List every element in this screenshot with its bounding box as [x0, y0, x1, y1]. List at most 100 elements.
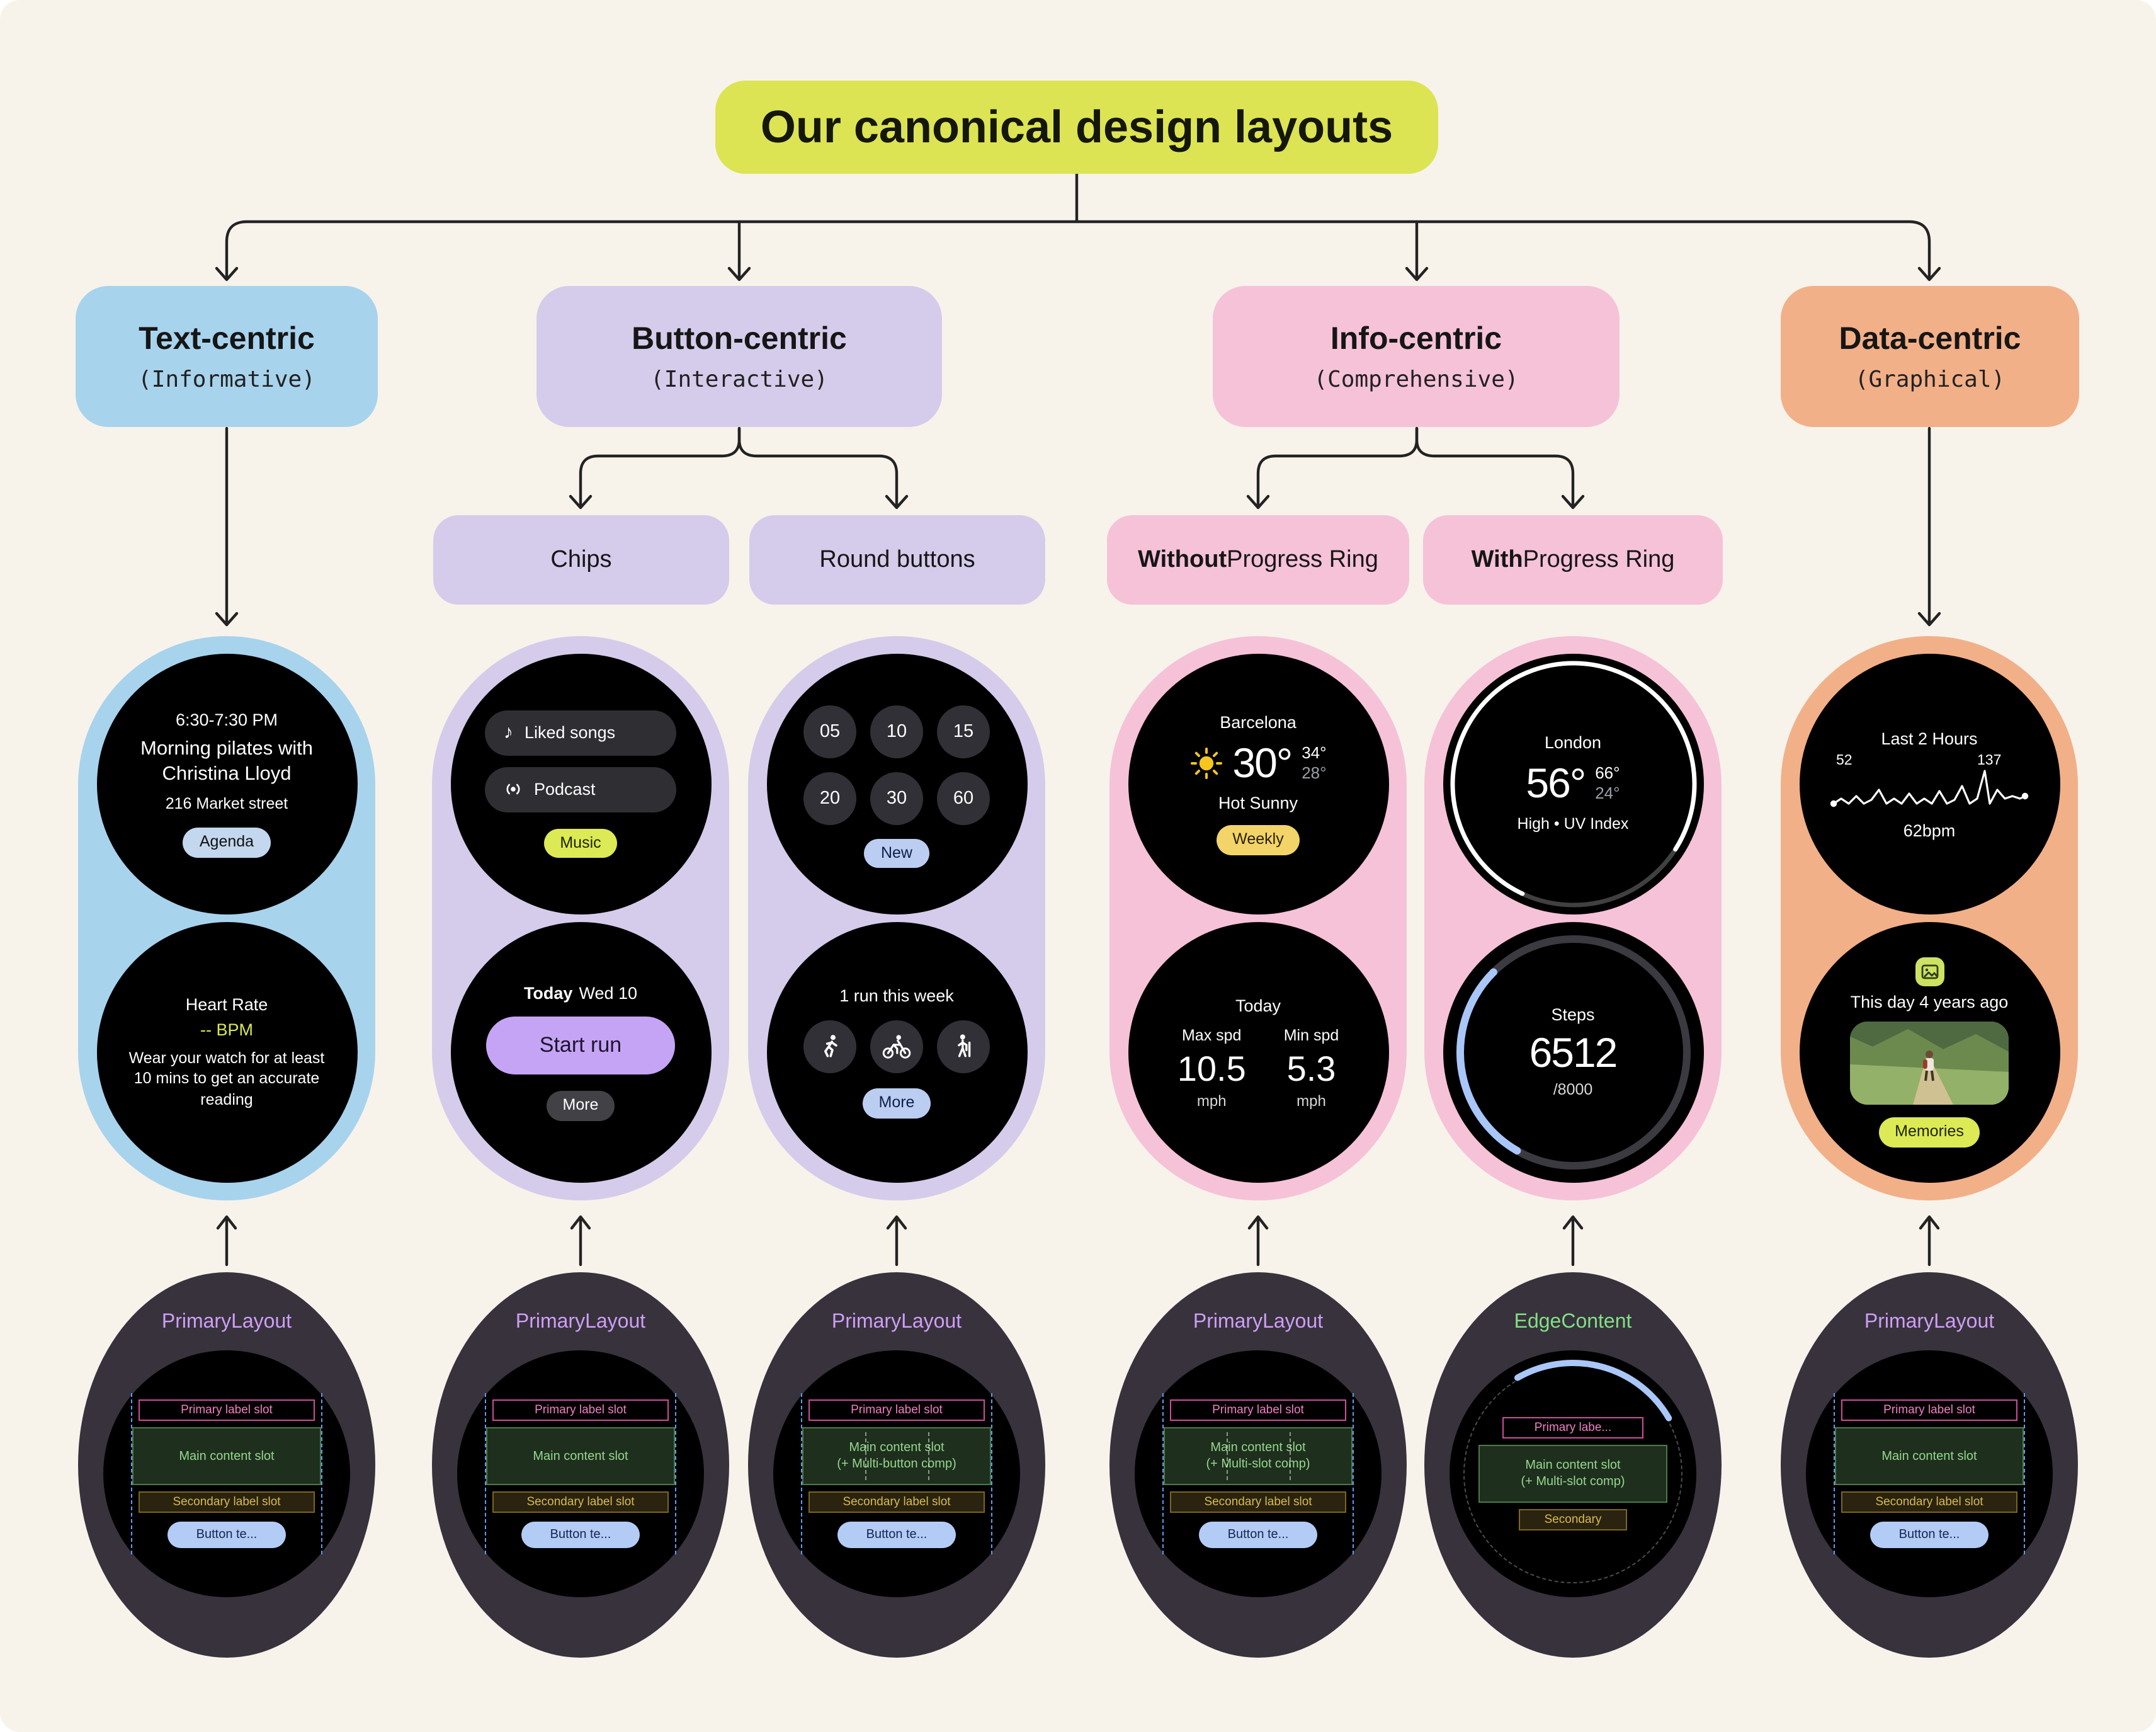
secondary-label-slot: Secondary label slot — [808, 1491, 985, 1513]
margin-guide-left — [485, 1393, 486, 1554]
more-chip[interactable]: More — [862, 1088, 931, 1119]
max-speed-value: 10.5 — [1177, 1049, 1246, 1088]
city-name: Barcelona — [1220, 713, 1296, 732]
agenda-watchface: 6:30-7:30 PM Morning pilates with Christ… — [96, 654, 357, 914]
timer-button[interactable]: 05 — [803, 705, 856, 758]
layout-name: PrimaryLayout — [515, 1311, 646, 1333]
weather-london-watchface: London 56° 66° 24° High • UV Index — [1443, 654, 1703, 914]
layout-name: PrimaryLayout — [831, 1311, 962, 1333]
main-content-slot: Main content slot — [1835, 1427, 2024, 1485]
category-title: Info-centric — [1330, 321, 1502, 356]
margin-guide-right — [2024, 1393, 2025, 1554]
hike-activity-button[interactable] — [937, 1020, 990, 1074]
weekly-chip[interactable]: Weekly — [1216, 825, 1300, 855]
subcategory-label: Progress Ring — [1227, 546, 1378, 573]
category-info-centric: Info-centric (Comprehensive) — [1213, 286, 1620, 427]
current-bpm: 62bpm — [1903, 821, 1956, 840]
memories-chip[interactable]: Memories — [1878, 1117, 1980, 1148]
button-slot[interactable]: Button te... — [167, 1522, 286, 1548]
agenda-chip[interactable]: Agenda — [183, 828, 271, 858]
music-note-icon: ♪ — [504, 722, 513, 744]
max-speed-unit: mph — [1196, 1091, 1227, 1109]
progress-ring — [1450, 661, 1696, 908]
chip-label: Podcast — [534, 780, 596, 799]
memory-photo — [1850, 1022, 2009, 1105]
weather-barcelona-watchface: Barcelona 30° 34° 28° Hot Sunny — [1128, 654, 1388, 914]
layout-mockup-without-ring: PrimaryLayout Primary label slot Main co… — [1109, 1272, 1407, 1658]
start-run-button[interactable]: Start run — [486, 1017, 675, 1075]
more-chip[interactable]: More — [546, 1091, 615, 1121]
examples-text-centric: 6:30-7:30 PM Morning pilates with Christ… — [78, 636, 375, 1200]
primary-label-slot: Primary label slot — [1841, 1399, 2017, 1421]
runner-icon — [824, 1035, 837, 1057]
steps-title: Steps — [1551, 1005, 1595, 1024]
category-data-centric: Data-centric (Graphical) — [1781, 286, 2079, 427]
run-activity-button[interactable] — [803, 1020, 856, 1074]
category-button-centric: Button-centric (Interactive) — [536, 286, 942, 427]
margin-guide-right — [1353, 1393, 1354, 1554]
main-content-slot-sublabel: (+ Multi-slot comp) — [1206, 1457, 1310, 1471]
layout-mockup-watch: Primary label slot Main content slot Sec… — [103, 1350, 350, 1597]
layout-mockup-watch: Primary label slot Main content slot Sec… — [457, 1350, 704, 1597]
min-speed-value: 5.3 — [1286, 1049, 1336, 1088]
event-title: Morning pilates with Christina Lloyd — [140, 738, 313, 784]
liked-songs-chip[interactable]: ♪ Liked songs — [485, 710, 676, 756]
podcast-chip[interactable]: Podcast — [485, 766, 676, 812]
margin-guide-left — [1834, 1393, 1835, 1554]
subcategory-label: Chips — [550, 546, 612, 573]
heart-rate-title: Heart Rate — [185, 995, 268, 1015]
subcategory-without-ring: Without Progress Ring — [1107, 515, 1409, 605]
page-title: Our canonical design layouts — [715, 81, 1438, 174]
low-temp: 28° — [1302, 763, 1327, 783]
max-speed-label: Max spd — [1181, 1026, 1242, 1044]
photos-icon — [1915, 957, 1944, 987]
category-text-centric: Text-centric (Informative) — [76, 286, 378, 427]
subcategory-label: Progress Ring — [1523, 546, 1675, 573]
chart-title: Last 2 Hours — [1881, 729, 1978, 748]
steps-goal: /8000 — [1553, 1080, 1593, 1098]
low-temp: 24° — [1595, 783, 1620, 803]
current-temp: 30° — [1232, 739, 1293, 787]
timer-button[interactable]: 15 — [937, 705, 990, 758]
timer-button[interactable]: 20 — [803, 772, 856, 825]
chart-max-label: 137 — [1977, 751, 2001, 767]
layout-mockup-watch: Primary label slot Main content slot (+ … — [773, 1350, 1020, 1597]
sun-icon — [1190, 748, 1222, 780]
button-slot[interactable]: Button te... — [837, 1522, 956, 1548]
cycle-activity-button[interactable] — [870, 1020, 923, 1074]
sparkline-chart: 52 137 — [1830, 751, 2029, 807]
margin-guide-left — [1162, 1393, 1164, 1554]
primary-label-slot: Primary label slot — [139, 1399, 315, 1421]
main-content-slot-sublabel: (+ Multi-slot comp) — [1521, 1475, 1625, 1489]
activity-watchface: 1 run this week More — [766, 922, 1027, 1183]
button-slot[interactable]: Button te... — [521, 1522, 640, 1548]
timer-button[interactable]: 10 — [870, 705, 923, 758]
main-content-slot: Main content slot — [132, 1427, 321, 1485]
subcategory-round-buttons: Round buttons — [749, 515, 1045, 605]
layout-name: PrimaryLayout — [1193, 1311, 1324, 1333]
heart-rate-value: -- BPM — [200, 1020, 253, 1040]
primary-label-slot: Primary labe... — [1502, 1417, 1643, 1439]
subcategory-with-ring: With Progress Ring — [1423, 515, 1723, 605]
run-header: Today Wed 10 — [524, 984, 637, 1003]
event-time: 6:30-7:30 PM — [175, 710, 278, 730]
subcategory-chips: Chips — [433, 515, 729, 605]
primary-label-slot: Primary label slot — [492, 1399, 669, 1421]
examples-data-centric: Last 2 Hours 52 137 62bpm This day 4 yea… — [1781, 636, 2078, 1200]
steps-watchface: Steps 6512 /8000 — [1443, 922, 1703, 1183]
margin-guide-right — [321, 1393, 322, 1554]
main-content-slot-label: Main content slot — [1881, 1449, 1977, 1463]
category-subtitle: (Informative) — [138, 366, 315, 392]
margin-guide-left — [801, 1393, 802, 1554]
event-address: 216 Market street — [165, 794, 288, 812]
run-day: Today — [523, 984, 573, 1003]
examples-round-buttons: 05 10 15 20 30 60 New 1 run this week — [748, 636, 1045, 1200]
primary-label-slot: Primary label slot — [808, 1399, 985, 1421]
music-tag-chip[interactable]: Music — [543, 828, 618, 858]
new-chip[interactable]: New — [864, 838, 929, 869]
secondary-label-slot: Secondary label slot — [1841, 1491, 2017, 1513]
timer-button[interactable]: 60 — [937, 772, 990, 825]
button-slot[interactable]: Button te... — [1870, 1522, 1989, 1548]
button-slot[interactable]: Button te... — [1199, 1522, 1317, 1548]
timer-button[interactable]: 30 — [870, 772, 923, 825]
